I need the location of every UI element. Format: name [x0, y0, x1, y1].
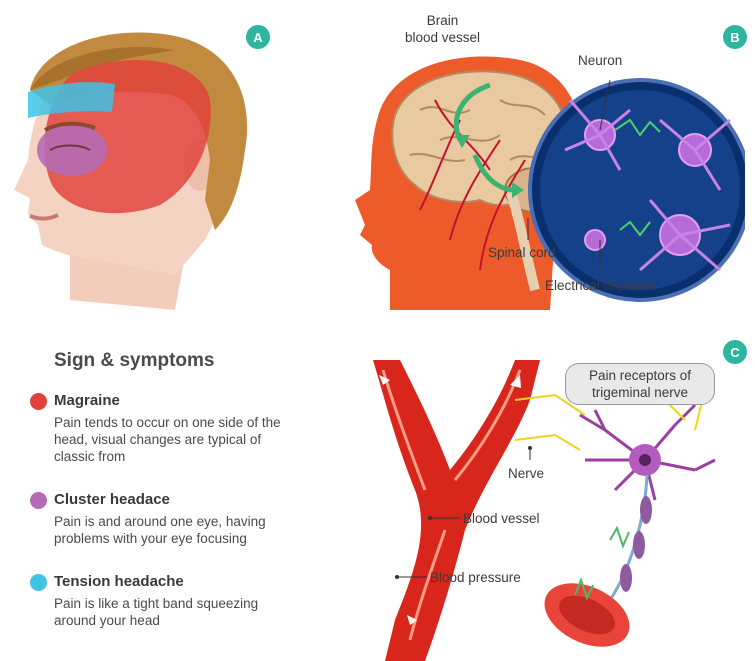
legend-item-description: Pain is like a tight band squeezing arou… [54, 596, 259, 628]
legend-title: Sign & symptoms [54, 350, 215, 371]
electrical-impulses-label: Electrical impulses [545, 278, 657, 293]
legend-item-migraine: Magraine Pain tends to occur on one side… [30, 392, 330, 465]
legend-item-name: Cluster headace [54, 491, 170, 508]
legend-item-description: Pain is and around one eye, having probl… [54, 514, 266, 546]
legend-item-tension: Tension headache Pain is like a tight ba… [30, 573, 330, 629]
pain-receptors-line2: trigeminal nerve [591, 385, 689, 400]
head-zones-illustration [14, 32, 248, 310]
pain-receptors-callout: Pain receptors of trigeminal nerve [565, 363, 715, 405]
tension-dot [30, 574, 47, 591]
panel-c-badge: C [723, 340, 747, 364]
brain-vessel-label-line1: Brain [426, 13, 459, 28]
brain-vessel-label: Brain blood vessel [395, 12, 490, 46]
brain-neuron-illustration [355, 56, 745, 311]
blood-vessel-label: Blood vessel [463, 511, 540, 526]
neuron-label: Neuron [578, 53, 623, 68]
legend-item-cluster: Cluster headace Pain is and around one e… [30, 491, 330, 547]
spinal-cord-label: Spinal cord [488, 245, 556, 260]
panel-a-badge: A [246, 25, 270, 49]
legend-item-name: Tension headache [54, 573, 184, 590]
cluster-dot [30, 492, 47, 509]
pain-receptors-line1: Pain receptors of [588, 368, 692, 383]
nerve-label: Nerve [508, 466, 545, 481]
migraine-dot [30, 393, 47, 410]
brain-vessel-label-line2: blood vessel [404, 30, 481, 45]
symptoms-legend: Sign & symptoms Magraine Pain tends to o… [30, 350, 330, 655]
blood-pressure-label: Blood pressure [430, 570, 521, 585]
panel-b-badge: B [723, 25, 747, 49]
legend-item-description: Pain tends to occur on one side of the h… [54, 415, 281, 464]
legend-item-name: Magraine [54, 392, 120, 409]
vessel-nerve-illustration [373, 360, 716, 661]
